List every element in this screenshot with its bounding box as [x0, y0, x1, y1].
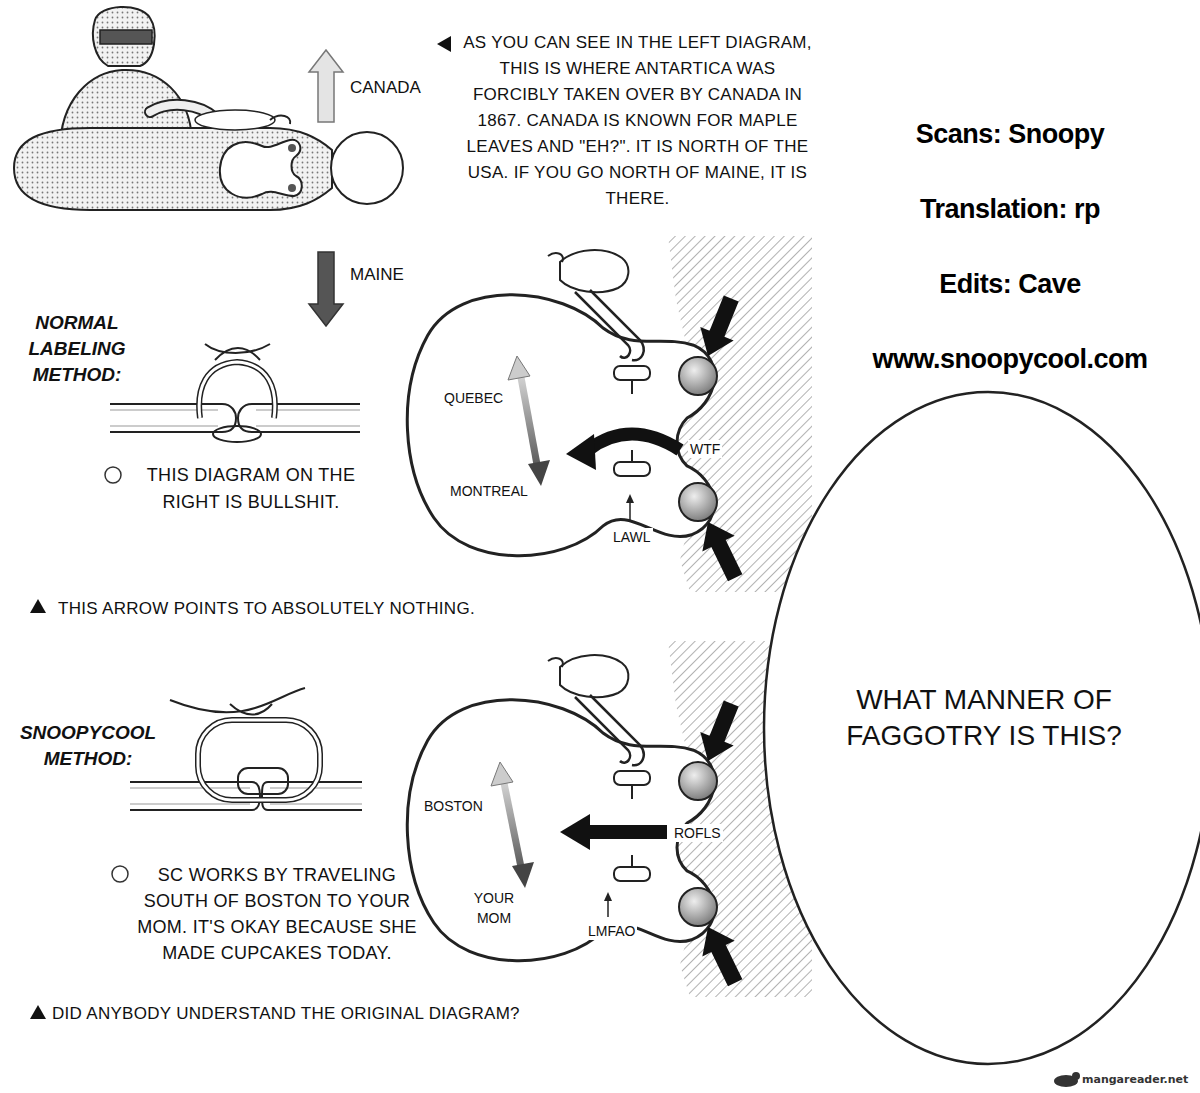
method-heading: SNOOPYCOOL METHOD: — [2, 720, 174, 772]
method-heading: NORMAL LABELING METHOD: — [8, 310, 146, 388]
place-label: QUEBEC — [442, 389, 505, 407]
bubble-text: WHAT MANNER OF FAGGOTRY IS THIS? — [824, 682, 1144, 754]
note-text: THIS ARROW POINTS TO ABSOLUTELY NOTHING. — [58, 598, 558, 620]
direction-label: MAINE — [350, 264, 440, 286]
arrow-label: ROFLS — [672, 824, 723, 842]
note-text: AS YOU CAN SEE IN THE LEFT DIAGRAM, THIS… — [455, 30, 820, 212]
credit-text: Edits: Cave — [830, 266, 1190, 302]
normal-suture — [110, 344, 360, 442]
credit-text: Translation: rp — [830, 191, 1190, 227]
arrow-label: WTF — [688, 440, 722, 458]
watermark: mangareader.net — [1082, 1073, 1194, 1087]
speech-bubble: WHAT MANNER OF FAGGOTRY IS THIS? — [762, 388, 1200, 1068]
up-arrow — [309, 50, 343, 122]
snoopycool-suture — [130, 688, 362, 810]
place-label: MONTREAL — [448, 482, 530, 500]
down-arrow — [309, 252, 343, 326]
note-text: THIS DIAGRAM ON THE RIGHT IS BULLSHIT. — [126, 462, 376, 516]
note-text: DID ANYBODY UNDERSTAND THE ORIGINAL DIAG… — [52, 1003, 652, 1025]
place-label: BOSTON — [422, 797, 485, 815]
direction-label: CANADA — [350, 77, 440, 99]
pointer-label: LAWL — [611, 528, 653, 546]
credit-text: www.snoopycool.com — [830, 341, 1190, 377]
organ-diagram — [412, 641, 812, 997]
place-label: YOUR MOM — [466, 888, 522, 928]
pointer-label: LMFAO — [586, 922, 637, 940]
surgery-figure — [14, 7, 403, 210]
note-text: SC WORKS BY TRAVELING SOUTH OF BOSTON TO… — [132, 862, 422, 966]
organ-diagram — [412, 236, 812, 592]
credit-text: Scans: Snoopy — [830, 116, 1190, 152]
